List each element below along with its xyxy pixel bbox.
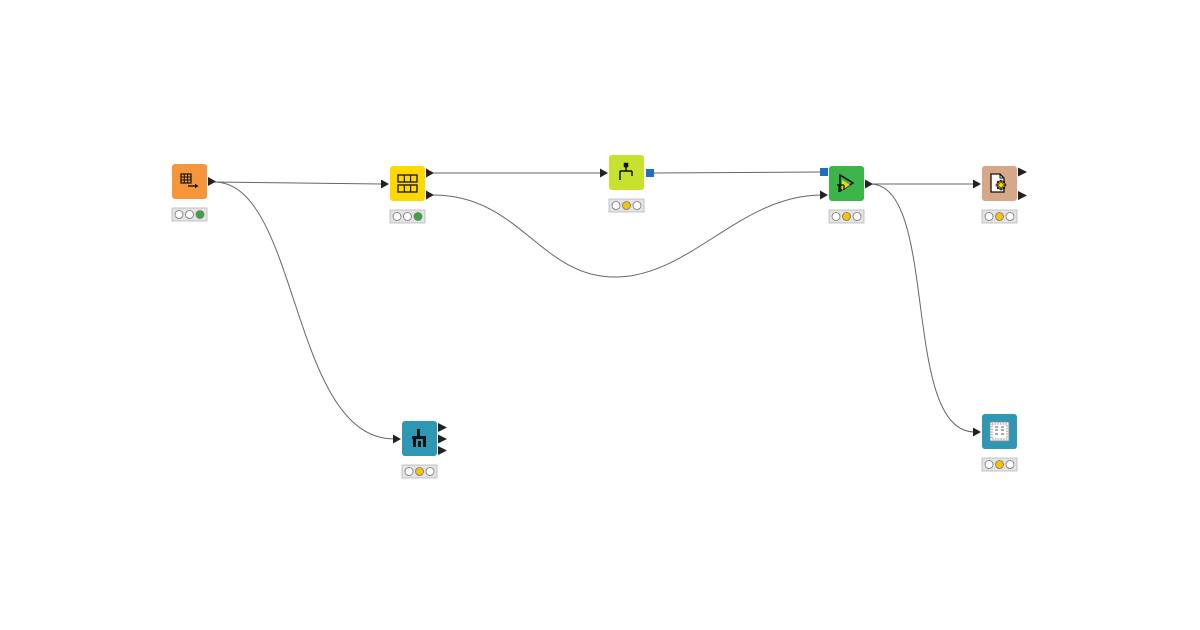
output-port-1[interactable] [438, 423, 447, 432]
status-indicator [389, 209, 426, 224]
node-body[interactable] [390, 166, 425, 201]
output-port-1[interactable] [426, 168, 434, 178]
status-light-off [984, 460, 994, 469]
table-creator-icon [180, 173, 199, 189]
node-predictor[interactable] [820, 166, 873, 224]
status-light-off [185, 210, 194, 219]
input-port[interactable] [381, 179, 389, 189]
connections-layer [213, 171, 976, 440]
status-light-off [984, 212, 994, 221]
connection-partitioning-to-predictor[interactable] [432, 194, 823, 278]
status-indicator [171, 207, 208, 222]
learner-icon [619, 162, 633, 180]
model-output-port[interactable] [646, 169, 654, 177]
status-indicator [608, 198, 645, 213]
output-port-2[interactable] [426, 190, 434, 200]
output-port-2[interactable] [1018, 191, 1027, 200]
node-scorer[interactable] [973, 166, 1027, 224]
connection-learner-to-predictor[interactable] [652, 171, 821, 174]
status-light-off [392, 212, 402, 221]
input-port[interactable] [600, 168, 608, 178]
output-port-1[interactable] [1018, 167, 1027, 177]
status-light-off [1005, 212, 1015, 221]
status-indicator [981, 209, 1018, 224]
view-icon [989, 421, 1010, 442]
node-body[interactable] [172, 164, 207, 199]
status-light-off [404, 467, 414, 476]
status-indicator [401, 464, 438, 479]
model-input-port[interactable] [820, 168, 828, 176]
input-port[interactable] [973, 179, 981, 189]
statistics-icon [412, 429, 426, 447]
status-indicator [828, 209, 865, 224]
status-light-yellow [995, 460, 1004, 469]
status-light-off [425, 467, 435, 476]
input-port[interactable] [820, 190, 828, 200]
input-port[interactable] [393, 434, 401, 444]
input-port[interactable] [973, 427, 981, 437]
predictor-icon [837, 173, 855, 193]
connection-predictor-to-view[interactable] [869, 183, 976, 433]
node-statistics[interactable] [393, 421, 447, 479]
status-light-yellow [415, 467, 424, 476]
node-body[interactable] [609, 155, 644, 190]
scorer-icon [990, 173, 1007, 193]
status-light-off [831, 212, 841, 221]
output-port-2[interactable] [438, 434, 447, 444]
status-light-off [174, 210, 184, 219]
status-light-off [1005, 460, 1015, 469]
connection-table-creator-to-statistics[interactable] [213, 181, 396, 440]
status-light-off [403, 212, 412, 221]
status-light-off [852, 212, 862, 221]
output-port[interactable] [865, 179, 873, 189]
node-learner[interactable] [600, 155, 654, 213]
node-table-creator[interactable] [171, 164, 216, 222]
node-view[interactable] [973, 414, 1018, 472]
partitioning-icon [397, 174, 418, 193]
status-light-yellow [622, 201, 631, 210]
status-light-green [195, 210, 205, 219]
node-partitioning[interactable] [381, 166, 434, 224]
output-port[interactable] [208, 177, 216, 186]
status-light-off [632, 201, 642, 210]
connection-table-creator-to-partitioning[interactable] [213, 181, 383, 185]
output-port-3[interactable] [438, 446, 447, 455]
status-light-green [413, 212, 423, 221]
status-light-off [611, 201, 621, 210]
status-indicator [981, 457, 1018, 472]
status-light-yellow [995, 212, 1004, 221]
status-light-yellow [842, 212, 851, 221]
